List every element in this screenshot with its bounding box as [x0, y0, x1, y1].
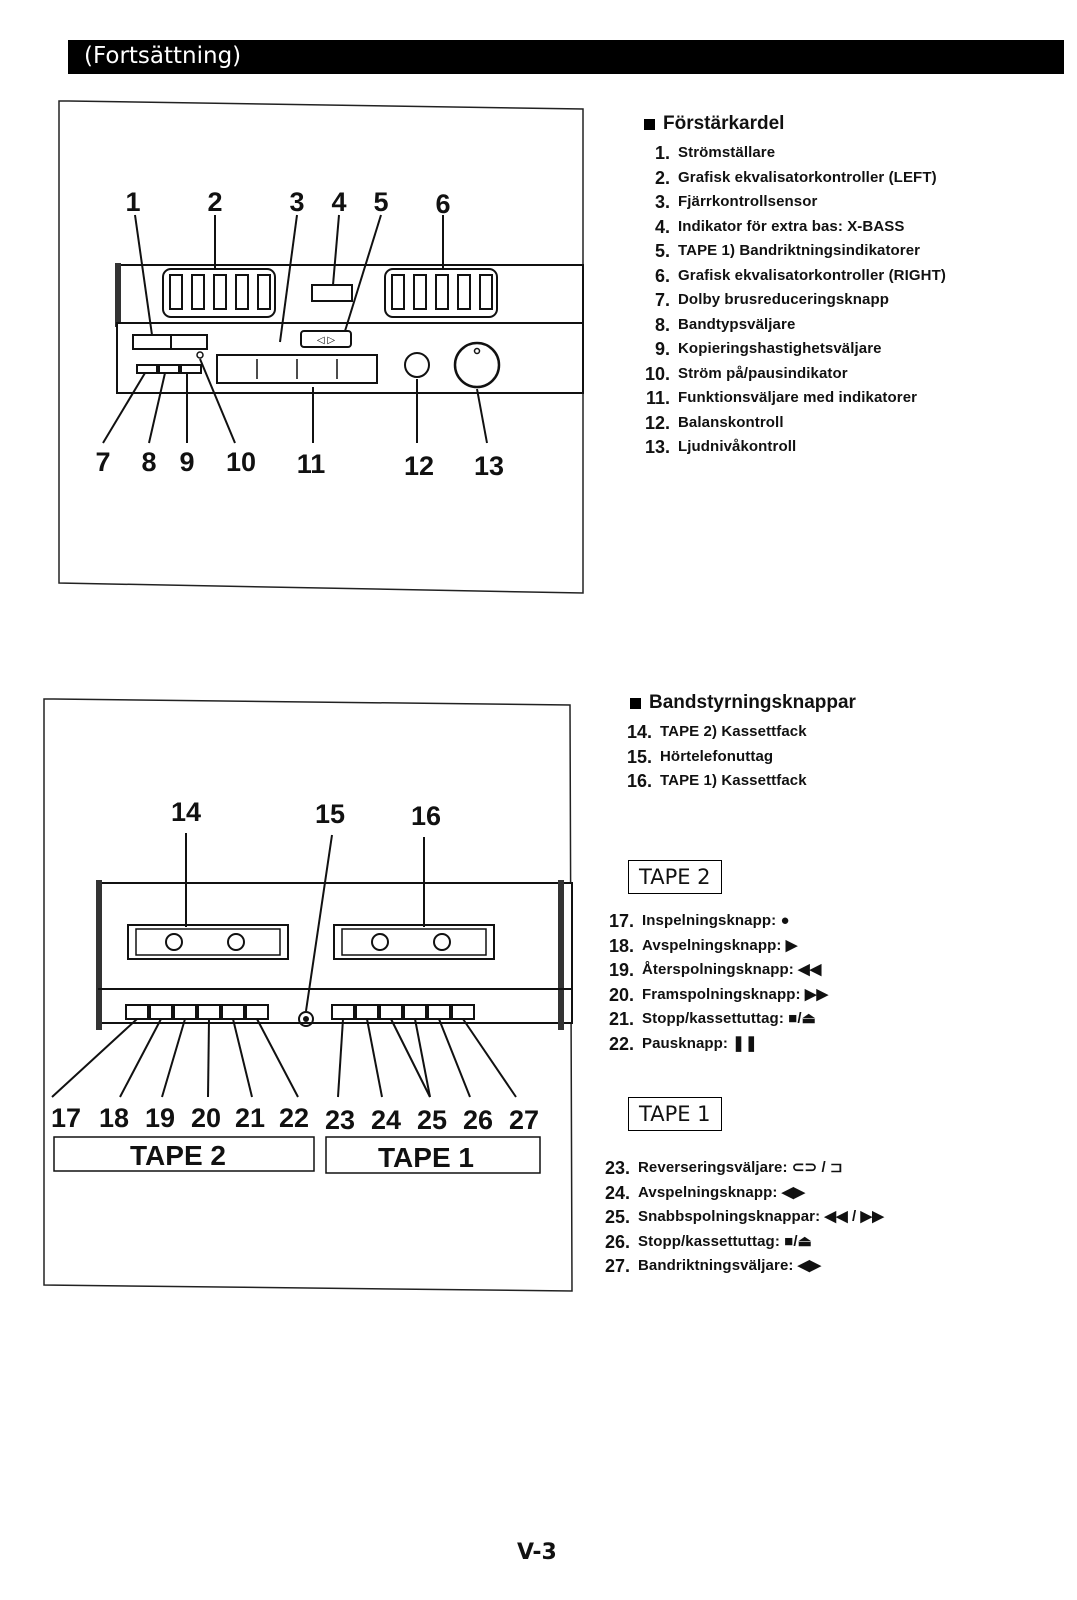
list-item: 24.Avspelningsknapp: ◀▶ — [604, 1182, 806, 1203]
power-indicator-icon — [196, 351, 204, 359]
list-item: 6.Grafisk ekvalisatorkontroller (RIGHT) — [654, 265, 946, 286]
tape1-buttons-list: 23.Reverseringsväljare: ⊂⊃ / ⊐ 24.Avspel… — [596, 1156, 884, 1279]
list-item: 13.Ljudnivåkontroll — [644, 437, 797, 457]
square-bullet-icon — [630, 697, 641, 709]
callout-13: 13 — [474, 451, 504, 481]
callout-15: 15 — [315, 799, 345, 829]
list-item: 16.TAPE 1) Kassettfack — [626, 771, 807, 791]
list-item: 22.Pausknapp: ❚❚ — [608, 1033, 758, 1054]
amplifier-section-title: Förstärkardel — [663, 113, 785, 134]
power-switch-icon — [132, 334, 172, 350]
list-item: 26.Stopp/kassettuttag: ■/⏏ — [604, 1231, 812, 1252]
list-item: 20.Framspolningsknapp: ▶▶ — [608, 984, 829, 1005]
tape1-heading-box: TAPE 1 — [628, 1097, 722, 1131]
tape2-label-box — [53, 1136, 315, 1172]
tape2-buttons-list: 17.Inspelningsknapp: ● 18.Avspelningskna… — [600, 909, 828, 1056]
tape-parts-list: 14.TAPE 2) Kassettfack 15.Hörtelefonutta… — [618, 720, 856, 794]
callout-23: 23 — [325, 1105, 355, 1135]
callout-17: 17 — [51, 1103, 81, 1133]
callout-27: 27 — [509, 1105, 539, 1135]
tape-deck-diagram: 14 15 16 17 18 19 20 21 22 23 24 25 26 2… — [40, 695, 580, 1295]
svg-text:◁ ▷: ◁ ▷ — [317, 335, 335, 346]
callout-12: 12 — [404, 451, 434, 481]
tape-direction-indicator-icon — [300, 330, 352, 348]
callout-26: 26 — [463, 1105, 493, 1135]
remote-sensor-icon — [170, 334, 208, 350]
callout-9: 9 — [179, 447, 194, 477]
callout-6: 6 — [435, 189, 450, 219]
amplifier-section: Förstärkardel 1.Strömställare 2.Grafisk … — [644, 113, 946, 460]
list-item: 23.Reverseringsväljare: ⊂⊃ / ⊐ — [604, 1158, 843, 1178]
list-item: 2.Grafisk ekvalisatorkontroller (LEFT) — [654, 167, 937, 188]
callout-8: 8 — [141, 447, 156, 477]
amplifier-parts-list: 1.Strömställare 2.Grafisk ekvalisatorkon… — [636, 141, 946, 460]
callout-24: 24 — [371, 1105, 401, 1135]
square-bullet-icon — [644, 118, 655, 130]
list-item: 10.Ström på/pausindikator — [644, 363, 848, 384]
callout-25: 25 — [417, 1105, 447, 1135]
list-item: 1.Strömställare — [654, 143, 776, 163]
diagram-tape2-label: TAPE 2 — [130, 1140, 226, 1171]
tape2-section: 17.Inspelningsknapp: ● 18.Avspelningskna… — [600, 903, 828, 1056]
tape2-heading-box: TAPE 2 — [628, 860, 722, 894]
list-item: 18.Avspelningsknapp: ▶ — [608, 935, 798, 956]
callout-18: 18 — [99, 1103, 129, 1133]
list-item: 9.Kopieringshastighetsväljare — [654, 339, 882, 359]
tape-controls-section: Bandstyrningsknappar 14.TAPE 2) Kassettf… — [627, 692, 856, 794]
list-item: 5.TAPE 1) Bandriktningsindikatorer — [654, 241, 921, 261]
tape1-section: 23.Reverseringsväljare: ⊂⊃ / ⊐ 24.Avspel… — [596, 1150, 884, 1279]
callout-19: 19 — [145, 1103, 175, 1133]
callout-4: 4 — [331, 187, 346, 217]
page-number: V-3 — [517, 1540, 557, 1565]
callout-16: 16 — [411, 801, 441, 831]
list-item: 8.Bandtypsväljare — [654, 314, 796, 335]
callout-10: 10 — [226, 447, 256, 477]
diagram-frame — [58, 100, 584, 594]
volume-knob-icon — [453, 341, 501, 389]
callout-3: 3 — [289, 187, 304, 217]
callout-20: 20 — [191, 1103, 221, 1133]
list-item: 14.TAPE 2) Kassettfack — [626, 722, 807, 742]
list-item: 17.Inspelningsknapp: ● — [608, 911, 790, 931]
tape1-label-box — [325, 1136, 541, 1174]
list-item: 27.Bandriktningsväljare: ◀▶ — [604, 1256, 822, 1276]
diagram-tape1-label: TAPE 1 — [378, 1142, 474, 1173]
diagram-frame — [43, 698, 573, 1292]
amplifier-diagram: ◁ ▷ 1 2 3 4 — [55, 97, 595, 597]
callout-1: 1 — [125, 187, 140, 217]
callout-14: 14 — [171, 797, 201, 827]
list-item: 15.Hörtelefonuttag — [626, 746, 774, 767]
list-item: 11.Funktionsväljare med indikatorer — [645, 388, 918, 408]
page-section-title: (Fortsättning) — [84, 43, 242, 69]
callout-2: 2 — [207, 187, 222, 217]
list-item: 19.Återspolningsknapp: ◀◀ — [608, 960, 822, 980]
list-item: 12.Balanskontroll — [644, 412, 784, 433]
callout-22: 22 — [279, 1103, 309, 1133]
xbass-indicator-icon — [311, 284, 353, 302]
list-item: 25.Snabbspolningsknappar: ◀◀ / ▶▶ — [604, 1207, 884, 1227]
callout-5: 5 — [373, 187, 388, 217]
header-bar: (Fortsättning) — [68, 40, 1064, 74]
list-item: 7.Dolby brusreduceringsknapp — [654, 290, 889, 310]
callout-21: 21 — [235, 1103, 265, 1133]
callout-11: 11 — [297, 449, 326, 479]
list-item: 4.Indikator för extra bas: X-BASS — [654, 216, 905, 237]
list-item: 3.Fjärrkontrollsensor — [654, 192, 818, 212]
list-item: 21.Stopp/kassettuttag: ■/⏏ — [608, 1009, 816, 1029]
headphone-jack-icon — [298, 1011, 314, 1027]
callout-7: 7 — [95, 447, 110, 477]
tape-controls-title: Bandstyrningsknappar — [649, 692, 856, 713]
balance-knob-icon — [404, 352, 430, 378]
